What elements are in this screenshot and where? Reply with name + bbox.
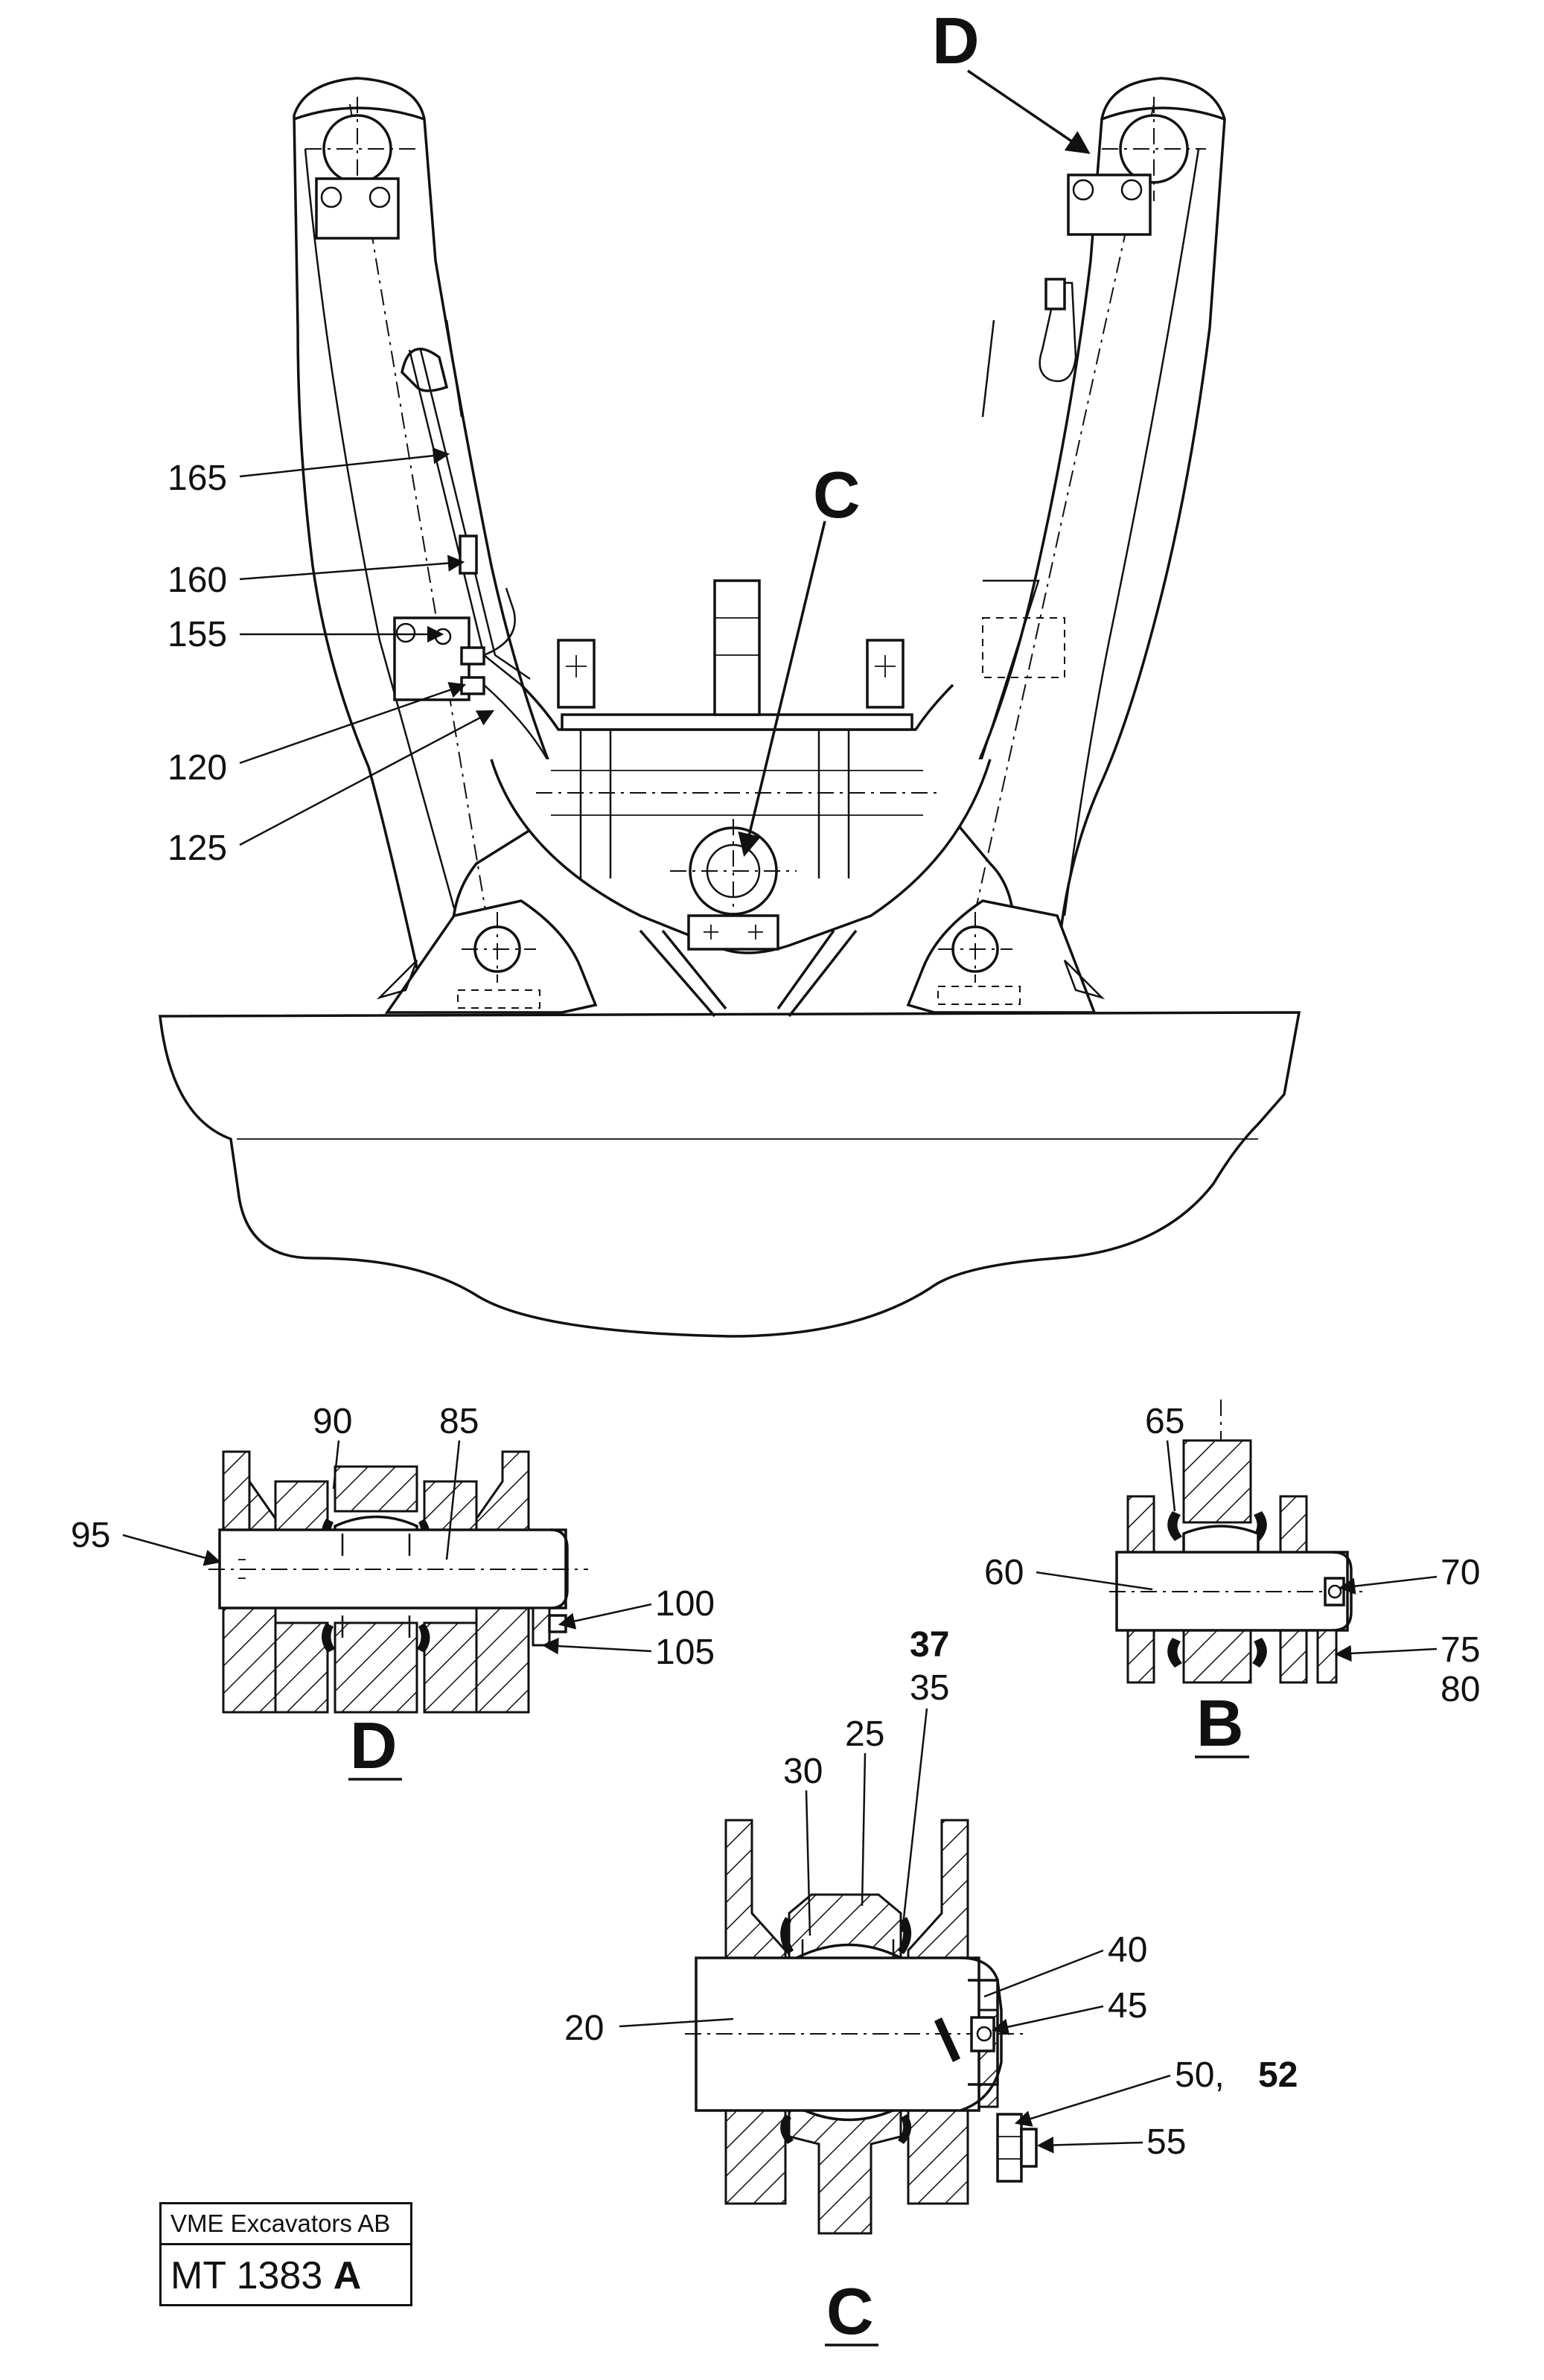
label-120: 120 [168,748,227,788]
section-title-d: D [350,1709,398,1782]
label-75: 75 [1441,1630,1480,1670]
drawing-number: MT 1383 [170,2254,323,2297]
label-45: 45 [1108,1986,1147,2026]
label-25: 25 [845,1714,884,1754]
section-title-c: C [826,2274,874,2348]
section-b: 65 60 70 75 80 B [984,1400,1480,1760]
label-70: 70 [1441,1553,1480,1592]
left-arm [293,77,568,970]
label-95: 95 [71,1516,110,1555]
main-callouts: D C 165 160 155 120 125 [168,4,1091,868]
label-165: 165 [168,459,227,498]
label-20: 20 [564,2009,604,2048]
label-105: 105 [655,1633,715,1672]
label-100: 100 [655,1584,715,1624]
company-name: VME Excavators AB [162,2204,410,2245]
label-125: 125 [168,829,227,868]
callout-c: C [813,458,861,532]
label-80: 80 [1441,1670,1480,1709]
label-30: 30 [783,1752,823,1791]
section-title-b: B [1196,1686,1244,1760]
main-assembly-view [159,77,1301,1338]
label-160: 160 [168,561,227,600]
pin-20 [695,1956,980,2112]
label-50: 50, [1175,2055,1225,2095]
label-35: 35 [910,1668,949,1708]
drawing-number-row: MT 1383 A [162,2245,410,2306]
section-c: 37 35 30 25 40 20 45 50, 52 55 C [564,1625,1298,2348]
section-d: 90 85 95 100 105 D [71,1402,715,1782]
label-40: 40 [1108,1930,1147,1970]
machine-base [159,1011,1301,1338]
label-90: 90 [313,1402,352,1441]
title-block: VME Excavators AB MT 1383 A [159,2202,412,2306]
label-37: 37 [910,1625,949,1665]
label-85: 85 [439,1402,479,1441]
label-60: 60 [984,1553,1024,1592]
label-155: 155 [168,615,227,654]
label-55: 55 [1146,2122,1186,2162]
revision-letter: A [333,2254,362,2297]
callout-d: D [932,4,980,77]
label-65: 65 [1145,1402,1184,1441]
label-52: 52 [1258,2055,1298,2095]
